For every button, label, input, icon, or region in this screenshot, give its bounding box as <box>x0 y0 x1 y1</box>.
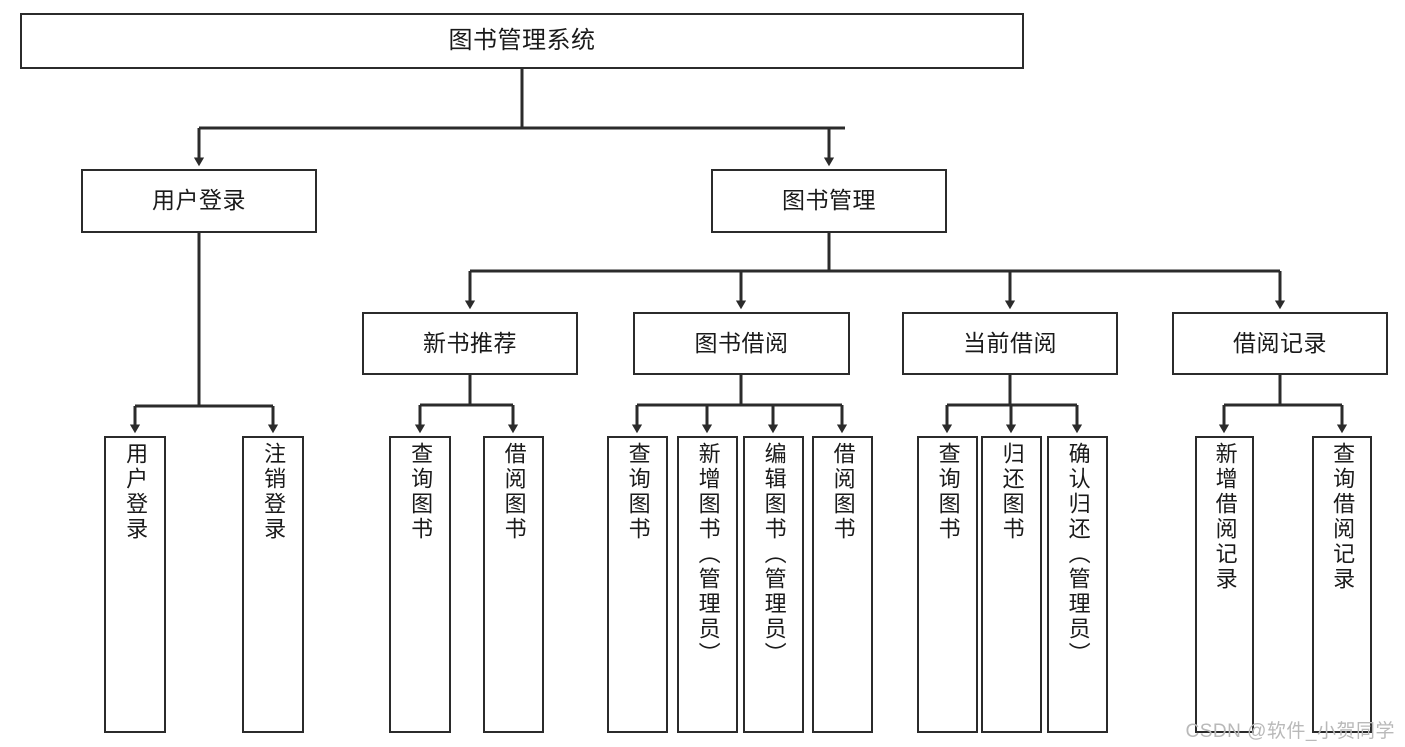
csdn-watermark: CSDN @软件_小贺同学 <box>1185 721 1395 742</box>
node-leaf-confirm-return-admin[interactable]: 确认归还（管理员） <box>1047 436 1108 733</box>
node-label: 查询图书 <box>935 442 961 542</box>
node-leaf-user-login[interactable]: 用户登录 <box>104 436 166 733</box>
node-label: 归还图书 <box>999 442 1025 542</box>
edge-bookborrow-to-leaves <box>631 375 848 434</box>
node-label: 查询图书 <box>408 442 434 542</box>
edge-newbook-to-leaves <box>414 375 519 434</box>
node-label: 借阅记录 <box>1233 329 1327 356</box>
edge-borrowrecord-to-leaves <box>1218 375 1348 434</box>
edge-bookmanage-to-level3 <box>464 233 1286 310</box>
node-leaf-borrow-book[interactable]: 借阅图书 <box>812 436 873 733</box>
node-leaf-add-borrow-record[interactable]: 新增借阅记录 <box>1195 436 1254 733</box>
node-new-book-recommend[interactable]: 新书推荐 <box>362 312 578 375</box>
node-root-library-system[interactable]: 图书管理系统 <box>20 13 1024 69</box>
node-label: 查询借阅记录 <box>1330 442 1356 592</box>
node-label: 新增图书（管理员） <box>695 442 721 667</box>
node-label: 注销登录 <box>261 442 287 542</box>
node-label: 借阅图书 <box>501 442 527 542</box>
node-label: 图书借阅 <box>694 329 789 356</box>
node-leaf-query-book-recommend[interactable]: 查询图书 <box>389 436 451 733</box>
edge-root-to-level2 <box>193 69 845 167</box>
node-book-borrow[interactable]: 图书借阅 <box>633 312 850 375</box>
node-leaf-edit-book-admin[interactable]: 编辑图书（管理员） <box>743 436 804 733</box>
node-current-borrow[interactable]: 当前借阅 <box>902 312 1118 375</box>
node-label: 编辑图书（管理员） <box>761 442 787 667</box>
node-book-manage[interactable]: 图书管理 <box>711 169 947 233</box>
node-label: 新书推荐 <box>423 329 517 356</box>
node-leaf-query-book-borrow[interactable]: 查询图书 <box>607 436 668 733</box>
node-label: 新增借阅记录 <box>1212 442 1238 592</box>
node-label: 图书管理系统 <box>448 26 596 54</box>
node-leaf-borrow-book-recommend[interactable]: 借阅图书 <box>483 436 544 733</box>
edge-currentborrow-to-leaves <box>941 375 1083 434</box>
node-leaf-query-book-current[interactable]: 查询图书 <box>917 436 978 733</box>
node-label: 用户登录 <box>123 442 149 542</box>
node-label: 当前借阅 <box>963 329 1057 356</box>
node-leaf-query-borrow-record[interactable]: 查询借阅记录 <box>1312 436 1372 733</box>
node-label: 用户登录 <box>152 187 246 214</box>
edge-userlogin-to-leaves <box>129 233 279 434</box>
node-label: 图书管理 <box>782 187 876 214</box>
node-leaf-return-book[interactable]: 归还图书 <box>981 436 1042 733</box>
node-label: 查询图书 <box>625 442 651 542</box>
node-label: 借阅图书 <box>830 442 856 542</box>
node-leaf-add-book-admin[interactable]: 新增图书（管理员） <box>677 436 738 733</box>
node-leaf-logout-login[interactable]: 注销登录 <box>242 436 304 733</box>
node-user-login[interactable]: 用户登录 <box>81 169 317 233</box>
node-label: 确认归还（管理员） <box>1065 442 1091 667</box>
node-borrow-record[interactable]: 借阅记录 <box>1172 312 1388 375</box>
